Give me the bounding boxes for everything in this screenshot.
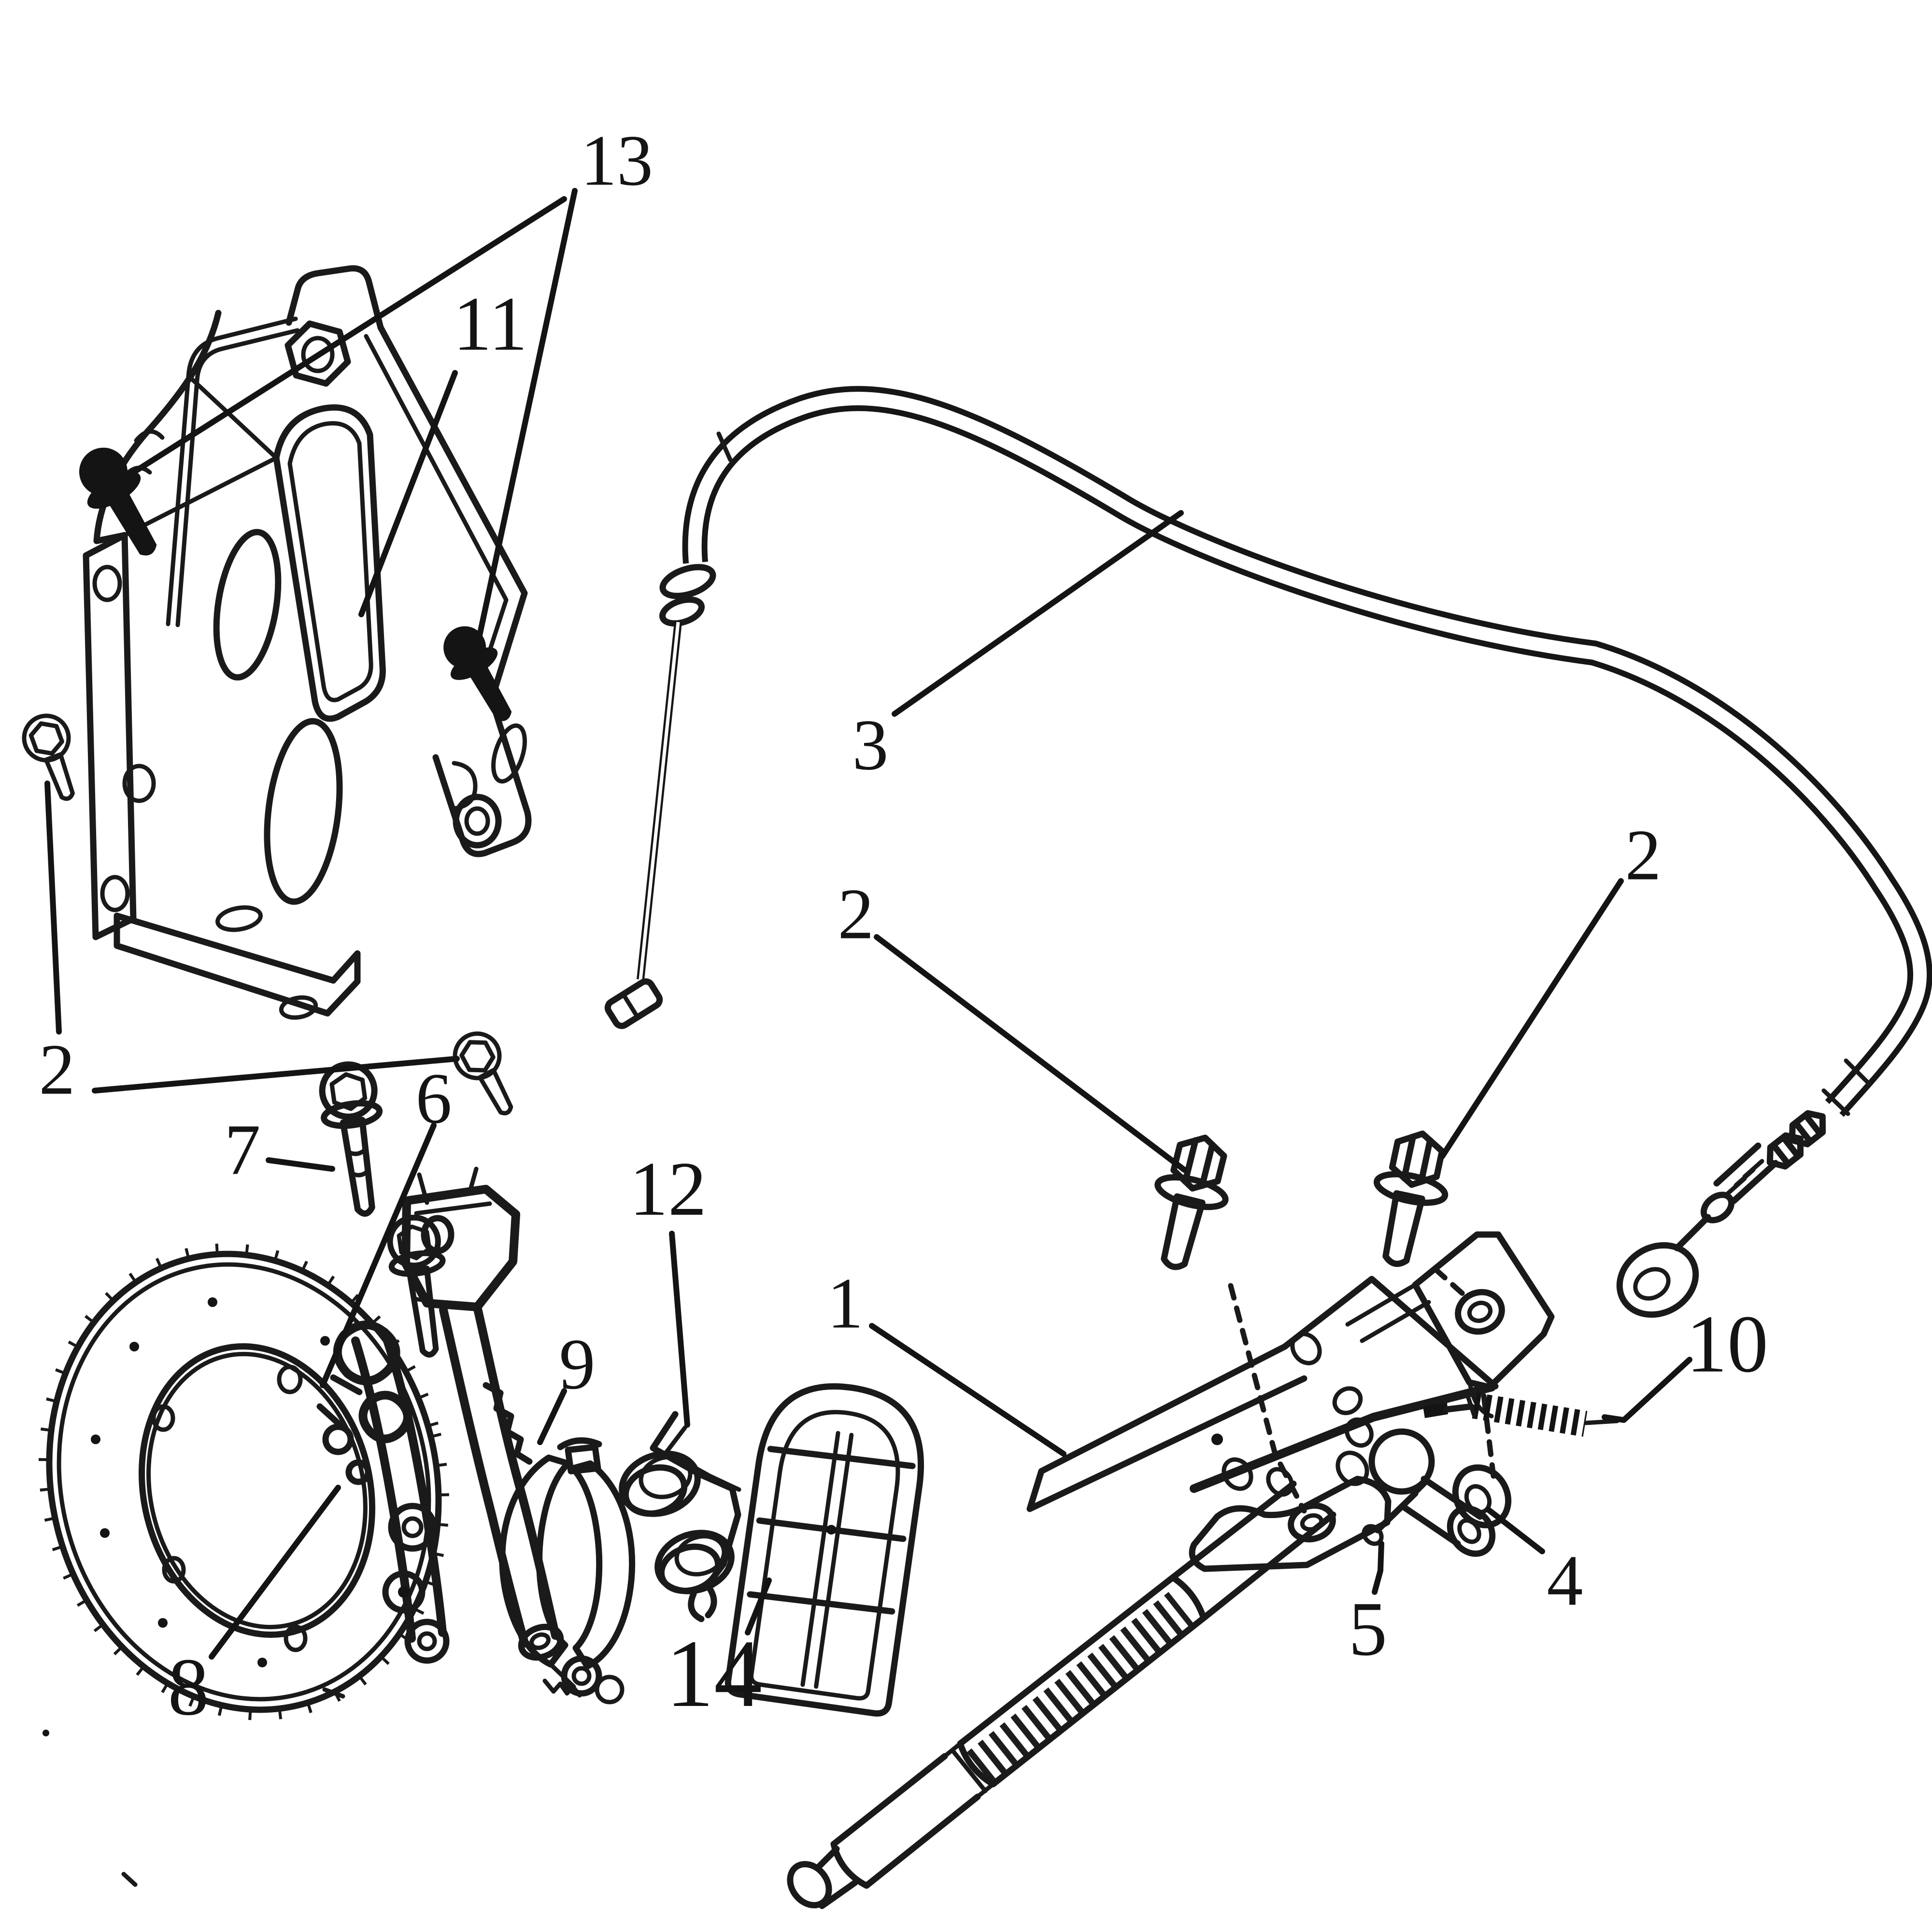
leader-line-10: [1602, 1357, 1692, 1423]
callout-2: 2: [838, 874, 874, 954]
leader-line-1: [869, 1323, 1066, 1457]
part-12-spring-kit: [619, 1411, 741, 1622]
part-3-cable: [604, 386, 1932, 1318]
cable-housing-joints: [716, 431, 1872, 1116]
leader-line-2: [92, 1056, 460, 1094]
callout-12: 12: [629, 1146, 707, 1232]
rivet-dots: [91, 1297, 330, 1667]
cable-adjuster: [1616, 1110, 1826, 1318]
leader-line-2: [44, 781, 62, 1035]
part-10-spring: [1444, 1392, 1619, 1437]
leader-line-2: [1439, 878, 1624, 1159]
callout-14: 14: [666, 1620, 762, 1727]
callout-5: 5: [1349, 1586, 1387, 1672]
part-8-backing-plate: [39, 1243, 449, 1887]
bracket-hex-nut: [284, 320, 351, 387]
callout-layer: 13 11 3 2 2 2 7 6 12 9 1 10 4 5 8 14: [39, 121, 1769, 1733]
leader-line-3: [892, 510, 1184, 717]
leader-line-11: [358, 370, 458, 617]
stray-marks: [121, 1687, 345, 1887]
leader-line-8: [209, 1485, 341, 1660]
lever-grip-ribs: [966, 1591, 1196, 1788]
lever-pivot-boss: [1368, 1428, 1435, 1495]
ratchet-teeth: [483, 1382, 533, 1465]
leader-line-7: [266, 1157, 335, 1172]
callout-9: 9: [559, 1324, 596, 1405]
callout-6: 6: [416, 1059, 452, 1139]
callout-4: 4: [1547, 1541, 1583, 1621]
callout-3: 3: [852, 705, 889, 785]
part-1-brake-lever: [787, 1231, 1555, 1909]
brake-cam-mechanism: [316, 1166, 564, 1664]
leader-line-4: [1486, 1507, 1545, 1554]
cable-eye-end: [1616, 1242, 1699, 1318]
cable-barrel-end: [604, 978, 663, 1029]
callout-2: 2: [39, 1030, 75, 1110]
leader-line-13: [473, 188, 578, 654]
part-2-bolt-small: [22, 713, 75, 801]
part-2-bolt: [1373, 1130, 1449, 1267]
leader-line-14: [745, 1577, 772, 1635]
part-11-mounting-bracket: [83, 265, 532, 1020]
part-4-washer: [1452, 1464, 1512, 1529]
part-2-bolt-small: [453, 1031, 513, 1116]
part-9-brake-shoes: [499, 1437, 636, 1705]
lever-mount-tab: [1412, 1231, 1555, 1391]
leader-line-9: [537, 1388, 567, 1445]
part-14-pedal-pad: [724, 1383, 924, 1717]
callout-1: 1: [827, 1264, 864, 1344]
callout-7: 7: [225, 1110, 261, 1190]
callout-11: 11: [453, 281, 527, 367]
callout-13: 13: [581, 121, 653, 201]
callout-10: 10: [1686, 1299, 1768, 1390]
part-13-bolt: [443, 626, 512, 722]
leader-line-13: [117, 196, 567, 484]
leader-line-6: [320, 1122, 437, 1388]
leader-line-12: [669, 1231, 690, 1428]
part-2-bolt: [1154, 1135, 1229, 1270]
leader-line-2: [874, 934, 1187, 1173]
leader-line-5: [1372, 1541, 1384, 1595]
part-13-bolt: [79, 447, 157, 556]
callout-8: 8: [168, 1642, 209, 1733]
part-7-bolt: [319, 1061, 383, 1217]
callout-2: 2: [1625, 815, 1662, 895]
